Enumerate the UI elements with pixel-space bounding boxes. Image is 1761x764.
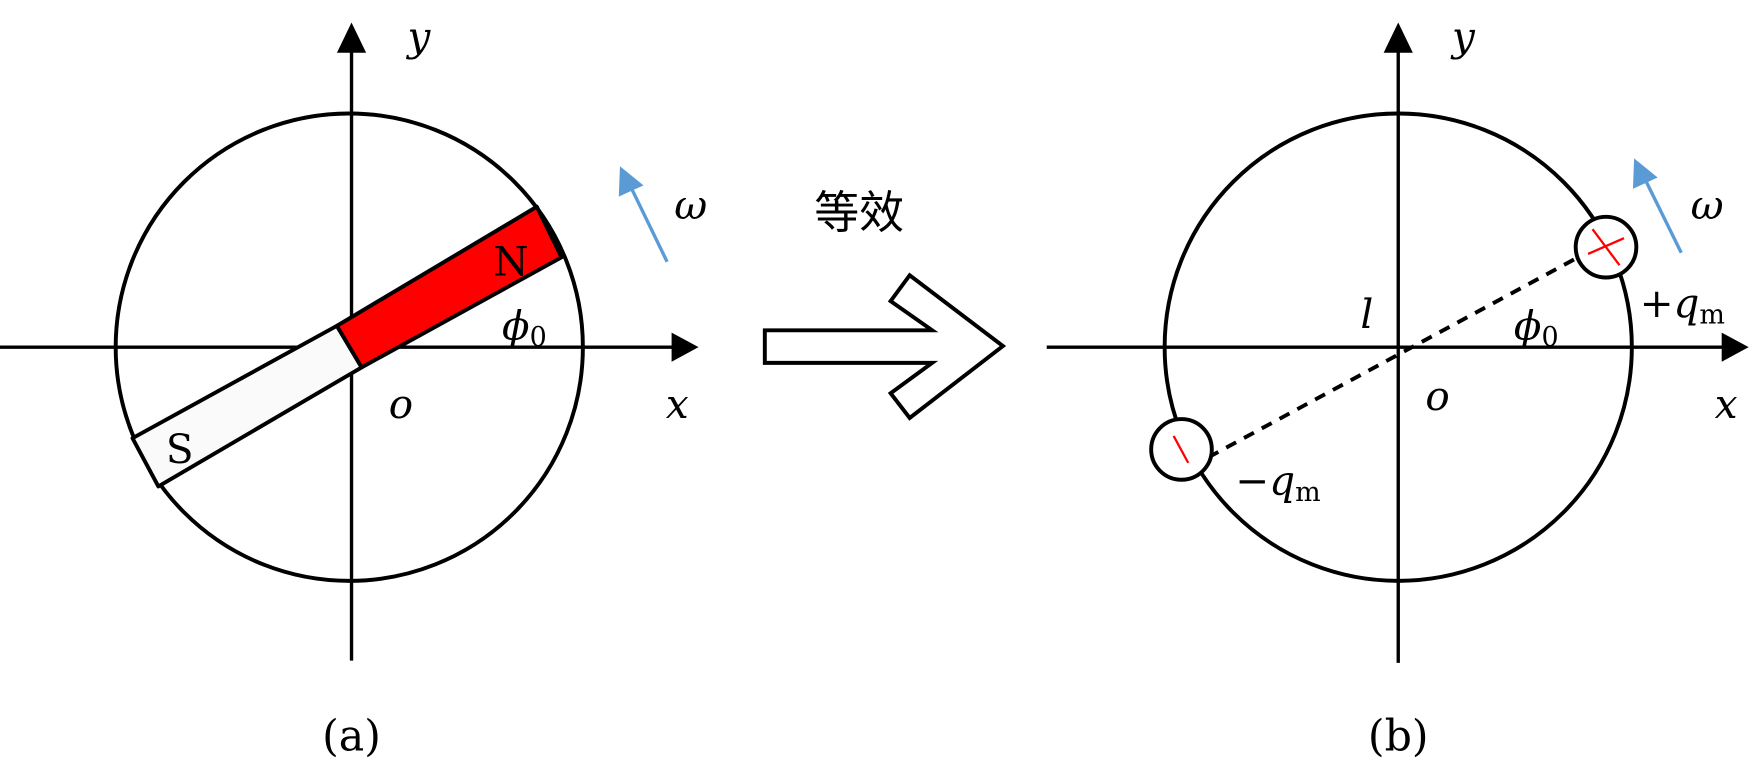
omega-label: ω xyxy=(1691,181,1724,229)
dipole-dashed-line xyxy=(1207,254,1582,460)
negative-magnetic-charge xyxy=(1149,417,1214,482)
panel-a: N S ϕ0 o x y ω (a) xyxy=(0,13,707,762)
caption-b: (b) xyxy=(1368,712,1429,762)
x-axis-label: x xyxy=(1715,380,1738,428)
omega-arrow xyxy=(627,182,669,263)
y-axis-arrowhead xyxy=(1383,22,1413,53)
origin-label: o xyxy=(1425,372,1449,420)
positive-magnetic-charge xyxy=(1573,214,1639,280)
omega-arrowhead xyxy=(1632,158,1658,189)
equivalence-arrow xyxy=(762,272,1007,421)
panel-b: l ϕ0 o x y ω +qm −qm (b) xyxy=(1046,13,1749,762)
omega-arrow xyxy=(1641,174,1683,254)
north-label: N xyxy=(493,237,528,285)
x-axis-arrowhead xyxy=(671,332,699,362)
plus-mark xyxy=(1587,237,1625,255)
omega-label: ω xyxy=(674,181,707,229)
y-axis-label: y xyxy=(405,13,431,61)
plus-charge-label: +qm xyxy=(1640,279,1725,331)
minus-charge-label: −qm xyxy=(1235,456,1320,508)
angle-label: ϕ0 xyxy=(502,301,547,353)
angle-label: ϕ0 xyxy=(1514,301,1559,353)
x-axis-label: x xyxy=(666,380,689,428)
equivalent-label: 等效 xyxy=(814,186,904,239)
y-axis-label: y xyxy=(1450,13,1476,61)
magnet-north-pole xyxy=(334,204,564,370)
minus-mark xyxy=(1172,435,1190,464)
equivalence-arrow-group: 等效 xyxy=(762,186,1007,421)
y-axis-arrowhead xyxy=(336,22,367,53)
omega-arrowhead xyxy=(618,166,644,197)
origin-label: o xyxy=(389,380,413,428)
south-label: S xyxy=(166,425,194,473)
x-axis-arrowhead xyxy=(1721,332,1749,362)
caption-a: (a) xyxy=(322,712,381,762)
length-label: l xyxy=(1360,290,1373,338)
